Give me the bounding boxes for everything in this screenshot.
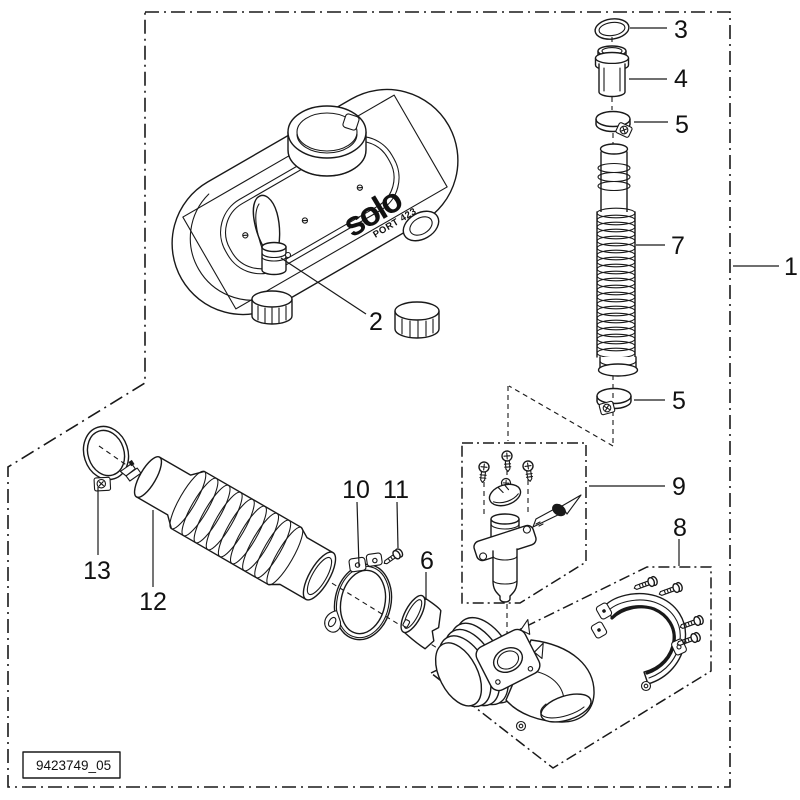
bellows-hose: [133, 455, 337, 601]
callout-7: 7: [671, 232, 685, 260]
callout-3: 3: [674, 16, 688, 44]
drawing-number: 9423749_05: [36, 758, 111, 773]
sleeve: [594, 45, 630, 98]
deflector-6: [400, 594, 442, 650]
callout-5-lower: 5: [672, 387, 686, 415]
valve-assembly: [473, 450, 582, 603]
valve-screw: [522, 460, 534, 482]
corrugated-hose: [596, 143, 639, 377]
callout-13: 13: [83, 557, 111, 585]
callout-5-upper: 5: [675, 111, 689, 139]
screw-11: [383, 548, 404, 565]
elbow-mount-tab: [515, 720, 527, 732]
drawing-number-box: 9423749_05: [22, 751, 121, 779]
valve-lever: [532, 494, 582, 528]
shell-screw: [676, 631, 701, 646]
hose-clamp-lower: [596, 387, 632, 416]
shell-screw: [679, 614, 704, 629]
callout-12: 12: [139, 588, 167, 616]
valve-screw: [501, 450, 513, 473]
elbow-outlet-mouth: [540, 693, 592, 723]
tank-panel-screws: [242, 184, 363, 239]
o-ring: [594, 18, 630, 40]
callout-8: 8: [673, 514, 687, 542]
valve-screw: [478, 461, 490, 483]
callout-10: 10: [342, 476, 370, 504]
tank: solo PORT 423: [171, 88, 459, 339]
shell-screw: [633, 575, 658, 590]
tank-side-boss: [402, 210, 440, 242]
callout-11: 11: [383, 476, 409, 504]
shell-screw: [658, 581, 683, 596]
callout-numbers: 1 2 3 4 5 7 5 9 8 10 11 6 13 12: [83, 16, 798, 616]
tank-filler-neck: [287, 105, 367, 177]
tank-foot-right: [394, 301, 440, 339]
assembly-boundary-frame: [7, 11, 731, 788]
callout-6: 6: [420, 547, 434, 575]
elbow-subassembly-frame: [429, 566, 712, 769]
clamp-ring-10: [324, 552, 393, 641]
callout-2: 2: [369, 308, 383, 336]
tank-foot-left: [251, 290, 293, 325]
clamp-13: [82, 425, 142, 492]
elbow-assembly: [434, 575, 704, 732]
valve-subassembly-frame: [461, 442, 587, 604]
callout-9: 9: [672, 473, 686, 501]
elbow-top-port: [475, 619, 544, 692]
callout-1: 1: [784, 253, 798, 281]
valve-cap: [488, 483, 522, 507]
tank-outlet-fitting: [261, 241, 292, 276]
leader-lines: [97, 27, 779, 600]
tank-lever: [252, 194, 281, 255]
callout-4: 4: [674, 65, 688, 93]
elbow-outer-shell: [590, 592, 687, 692]
valve-body: [473, 513, 537, 603]
hose-clamp-upper: [595, 110, 633, 138]
